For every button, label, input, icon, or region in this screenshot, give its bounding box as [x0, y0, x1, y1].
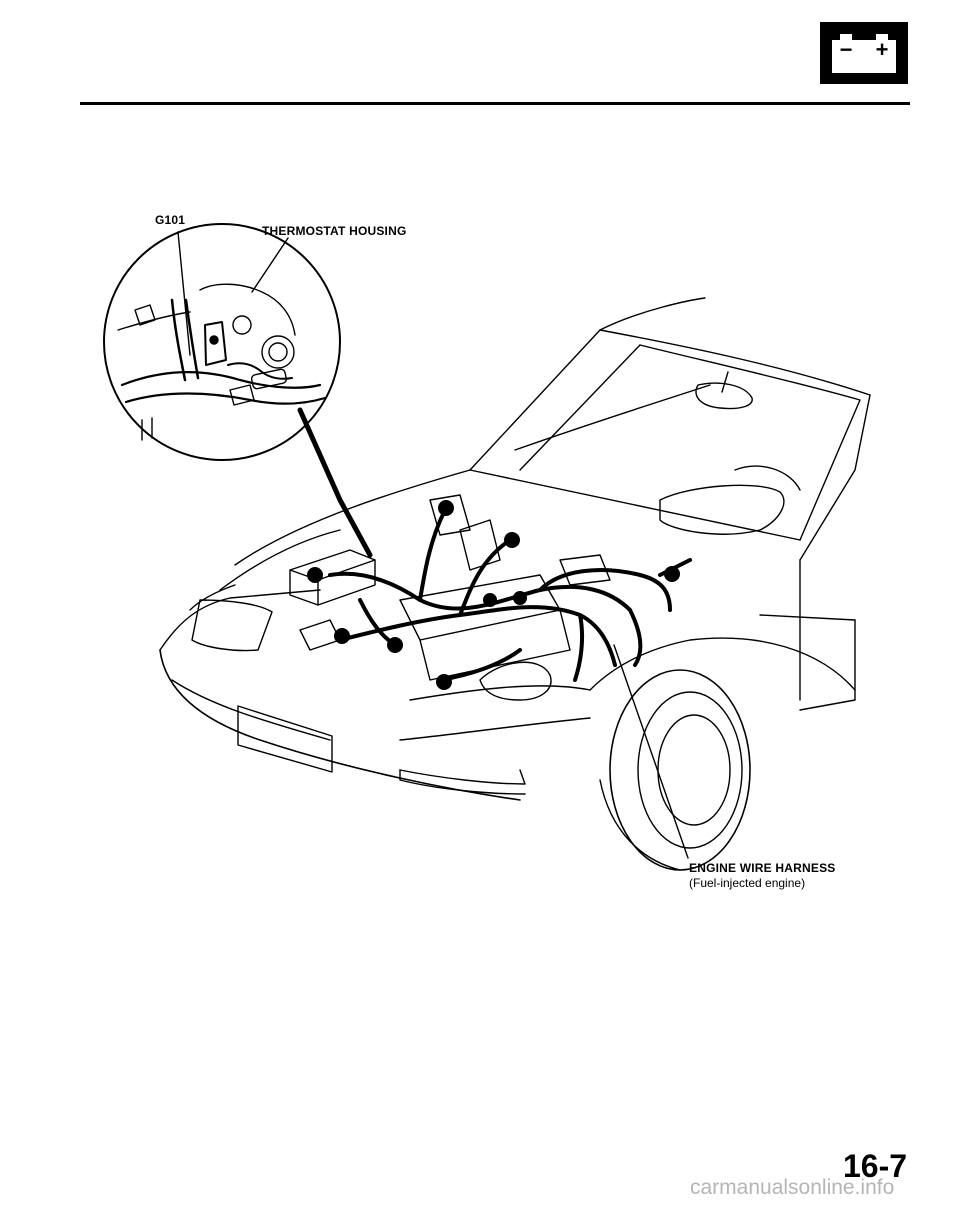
- detail-inset-circle: [103, 223, 341, 461]
- battery-plus-sign: +: [876, 37, 889, 62]
- watermark-text: carmanualsonline.info: [690, 1176, 895, 1199]
- front-wheel: [609, 669, 751, 871]
- battery-minus-sign: −: [840, 37, 853, 62]
- battery-icon: − +: [820, 22, 908, 84]
- engine-wire-harness-note: (Fuel-injected engine): [689, 876, 806, 890]
- license-plate: [237, 705, 333, 773]
- leader-harness: [613, 644, 689, 859]
- leader-g101: [177, 231, 191, 356]
- leader-thermostat: [251, 237, 289, 293]
- engine-wire-harness-label: ENGINE WIRE HARNESS: [689, 861, 836, 875]
- thermostat-housing-label: THERMOSTAT HOUSING: [262, 224, 407, 238]
- engine-wire-harness: [307, 500, 692, 690]
- g101-label: G101: [155, 213, 186, 227]
- page-number: 16-7: [843, 1148, 908, 1184]
- header-rule: [80, 102, 910, 105]
- pointer-wedge: [297, 407, 373, 558]
